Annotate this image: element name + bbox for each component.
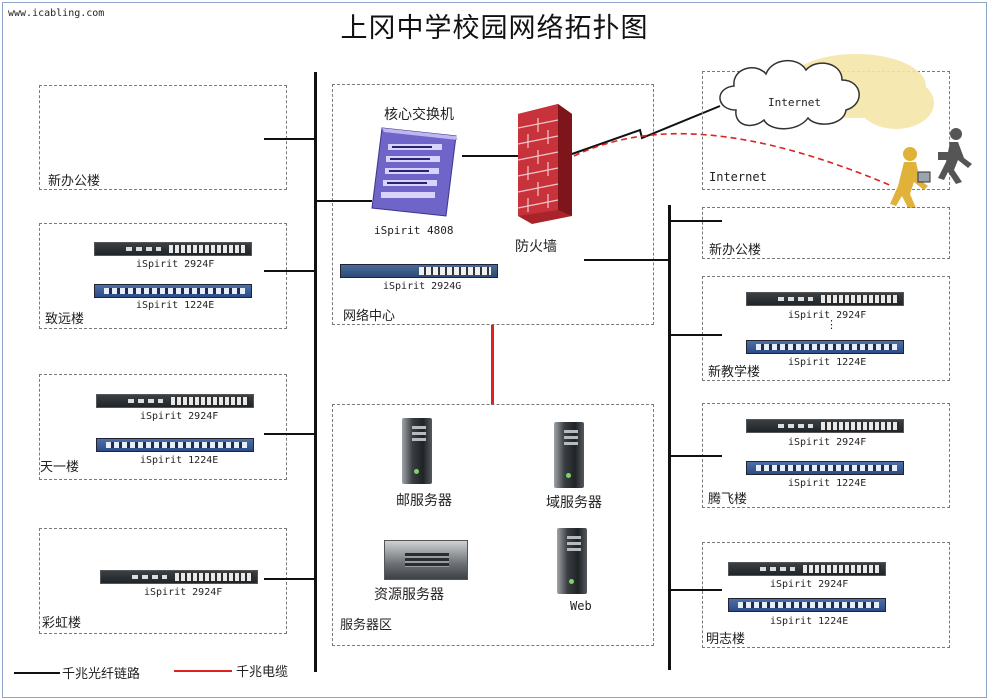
core-switch-icon [371, 127, 458, 217]
domain-server-icon [554, 422, 584, 488]
firewall-icon [517, 104, 572, 224]
switch-2924f [746, 292, 904, 306]
switch-2924f [728, 562, 886, 576]
legend-fiber-label: 千兆光纤链路 [62, 667, 141, 682]
server-label: 域服务器 [546, 495, 602, 511]
switch-label: iSpirit 2924F [788, 437, 867, 448]
switch-1224e [746, 340, 904, 354]
switch-label: iSpirit 2924F [144, 587, 223, 598]
core-switch-model: iSpirit 4808 [374, 224, 454, 237]
switch-label: iSpirit 2924F [770, 579, 849, 590]
core-switch-label: 核心交换机 [384, 107, 454, 123]
link-line [670, 455, 722, 457]
switch-2924f [100, 570, 258, 584]
right-backbone [668, 205, 671, 670]
resource-server-icon [384, 540, 468, 580]
switch-label: iSpirit 1224E [788, 478, 867, 489]
switch-label: iSpirit 1224E [140, 455, 219, 466]
link-line [670, 334, 722, 336]
link-line [670, 220, 722, 222]
network-center-zone [332, 84, 654, 325]
link-line [264, 433, 315, 435]
cloud-label: Internet [768, 96, 821, 109]
building-zone-zhiyuan [39, 223, 287, 329]
switch-2924f [746, 419, 904, 433]
server-label: 资源服务器 [374, 587, 444, 603]
building-label: 天一楼 [40, 460, 80, 475]
server-label: 邮服务器 [396, 493, 452, 509]
link-line [670, 589, 722, 591]
building-zone-tianyi [39, 374, 287, 480]
switch-1224e [94, 284, 252, 298]
switch-label: iSpirit 1224E [788, 357, 867, 368]
building-label: 致远楼 [45, 312, 85, 327]
switch-1224e [728, 598, 886, 612]
building-zone-xinjiaoxue [702, 276, 950, 381]
switch-label: iSpirit 2924F [788, 310, 867, 321]
cable-link [491, 325, 494, 405]
core-to-backbone-link [316, 200, 372, 202]
internet-zone-label: Internet [709, 170, 767, 184]
building-label: 腾飞楼 [708, 492, 748, 507]
link-line [264, 578, 315, 580]
internet-links [571, 105, 893, 187]
ellipsis-dots: ⋮ [826, 318, 837, 331]
switch-label: iSpirit 1224E [770, 616, 849, 627]
switch-label: iSpirit 1224E [136, 300, 215, 311]
web-server-icon [557, 528, 587, 594]
legend-fiber-swatch [14, 672, 60, 674]
switch-label: iSpirit 2924G [383, 281, 462, 292]
switch-label: iSpirit 2924F [140, 411, 219, 422]
switch-label: iSpirit 2924F [136, 259, 215, 270]
remote-user-icon [890, 128, 972, 208]
server-zone [332, 404, 654, 646]
legend-cable-swatch [174, 670, 232, 672]
building-zone-caihong [39, 528, 287, 634]
switch-1224e [96, 438, 254, 452]
server-label: Web [570, 599, 592, 613]
diagram-title: 上冈中学校园网络拓扑图 [340, 13, 649, 44]
link-line [264, 270, 315, 272]
switch-1224e [746, 461, 904, 475]
building-zone-xinbangong-right [702, 207, 950, 259]
building-label: 新办公楼 [709, 243, 762, 258]
server-zone-label: 服务器区 [340, 618, 393, 633]
switch-2924g [340, 264, 498, 278]
left-backbone [314, 72, 317, 672]
building-label: 明志楼 [706, 632, 746, 647]
building-zone-xinbangong-left [39, 85, 287, 190]
building-zone-mingzhi [702, 542, 950, 648]
firewall-label: 防火墙 [515, 239, 557, 255]
cloud-icon [719, 54, 934, 130]
link-line [264, 138, 315, 140]
building-label: 新办公楼 [48, 174, 101, 189]
core-to-firewall-link [462, 155, 518, 157]
building-label: 新教学楼 [708, 365, 761, 380]
building-label: 彩虹楼 [42, 616, 82, 631]
network-center-label: 网络中心 [343, 309, 396, 324]
legend-cable-label: 千兆电缆 [236, 665, 289, 680]
center-to-right-backbone [584, 259, 670, 261]
watermark: www.icabling.com [8, 8, 105, 19]
mail-server-icon [402, 418, 432, 484]
switch-2924f [96, 394, 254, 408]
switch-2924f [94, 242, 252, 256]
